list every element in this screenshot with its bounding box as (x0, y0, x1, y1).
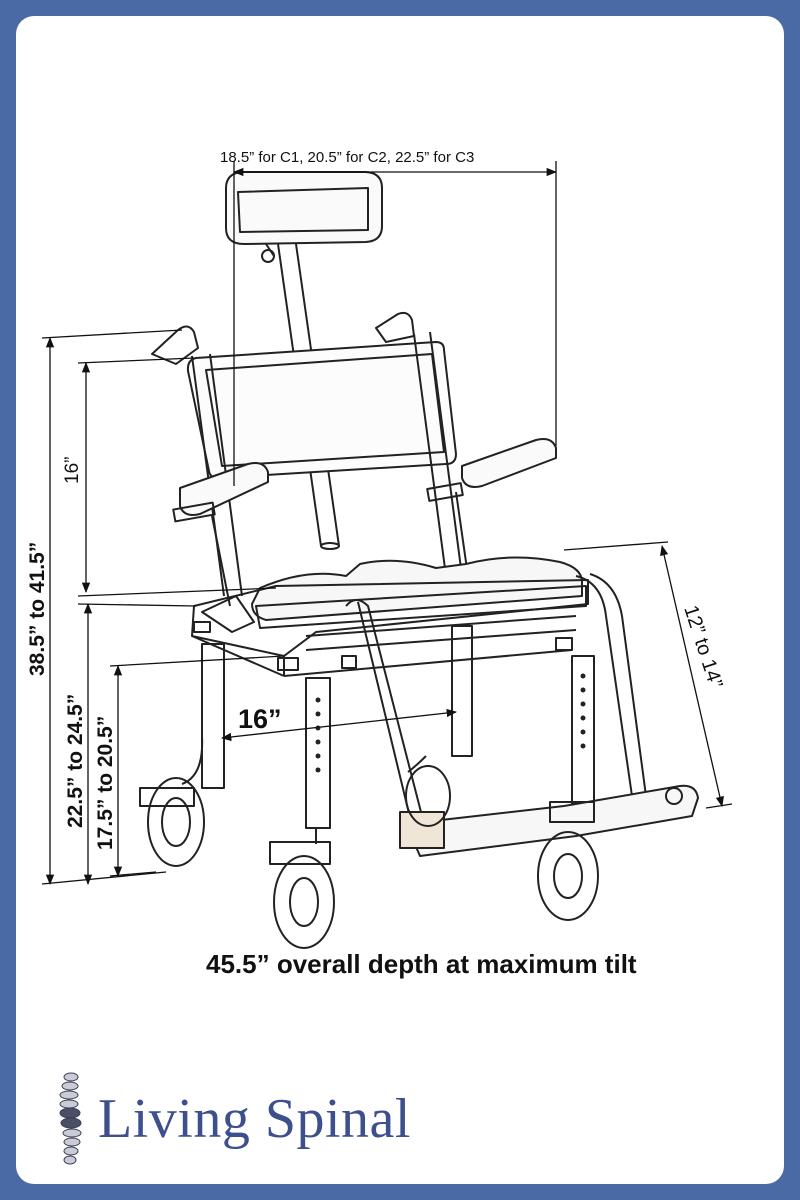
dim-seat-height-low: 22.5” to 24.5” (64, 694, 87, 828)
armrests (172, 438, 557, 607)
chair-diagram: 18.5” for C1, 20.5” for C2, 22.5” for C3… (26, 149, 733, 979)
chair-illustration (139, 171, 699, 949)
dim-overall-height: 38.5” to 41.5” (26, 542, 49, 676)
dim-back-height: 16” (62, 457, 83, 484)
backrest (186, 341, 457, 479)
diagram-caption: 45.5” overall depth at maximum tilt (206, 949, 637, 979)
dim-top-width: 18.5” for C1, 20.5” for C2, 22.5” for C3 (220, 149, 474, 166)
spine-icon (59, 1072, 82, 1165)
seat-frame (191, 579, 589, 677)
seat (251, 556, 587, 629)
headrest (225, 171, 383, 263)
dimension-lines (41, 161, 733, 886)
dim-seat-height-high: 17.5” to 20.5” (94, 716, 117, 850)
brand-name: Living Spinal (98, 1088, 411, 1150)
dim-seat-width: 16” (238, 704, 282, 734)
push-handles (151, 311, 463, 597)
diagram-card: 18.5” for C1, 20.5” for C2, 22.5” for C3… (16, 16, 784, 1184)
brand-logo: Living Spinal (56, 1071, 411, 1167)
caster-wheels (139, 765, 599, 949)
dim-leg-length: 12” to 14” (679, 603, 726, 691)
